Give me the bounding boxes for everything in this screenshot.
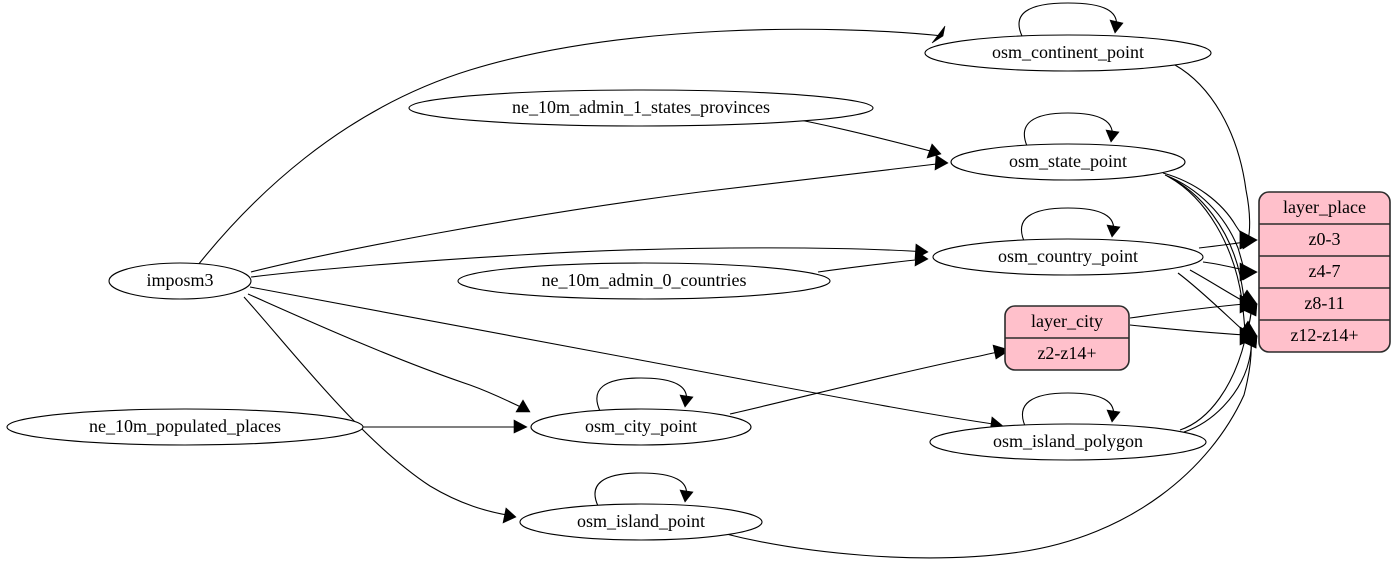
edge-osm_island_polygon-to-layer_place-z12-z14+ <box>1183 335 1258 433</box>
edge-layer <box>197 2 1258 559</box>
edge-layer_city-to-layer_place-z8-11 <box>1129 296 1258 319</box>
node-osm_continent_point[interactable]: osm_continent_point <box>924 34 1212 72</box>
node-label-imposm3: imposm3 <box>146 270 213 290</box>
node-label-osm_city_point: osm_city_point <box>585 416 697 436</box>
edge-ne_10m_admin_1_states_provinces-to-osm_state_point <box>799 119 942 159</box>
record-row-layer_place-z8-11[interactable]: z8-11 <box>1304 293 1344 313</box>
node-osm_island_polygon[interactable]: osm_island_polygon <box>929 423 1207 461</box>
record-title-layer_city: layer_city <box>1031 311 1103 331</box>
node-osm_country_point[interactable]: osm_country_point <box>932 238 1204 276</box>
edge-self-loop-osm_country_point <box>1020 207 1121 242</box>
node-ne_10m_admin_1_states_provinces[interactable]: ne_10m_admin_1_states_provinces <box>408 89 874 127</box>
edge-osm_island_polygon-to-layer_place-z8-11 <box>1179 303 1258 431</box>
node-label-ne_10m_admin_0_countries: ne_10m_admin_0_countries <box>542 270 747 290</box>
edge-imposm3-to-osm_state_point <box>250 154 949 273</box>
edge-self-loop-osm_city_point <box>596 377 694 412</box>
edge-self-loop-osm_state_point <box>1023 112 1120 147</box>
edge-layer_city-to-layer_place-z12-z14+ <box>1129 324 1258 345</box>
record-row-layer_place-z0-3[interactable]: z0-3 <box>1309 229 1341 249</box>
edge-ne_10m_admin_0_countries-to-osm_country_point <box>817 250 929 273</box>
edge-self-loop-osm_island_point <box>594 472 694 507</box>
node-ne_10m_populated_places[interactable]: ne_10m_populated_places <box>6 408 364 446</box>
node-label-osm_country_point: osm_country_point <box>998 246 1138 266</box>
record-node-layer_place[interactable]: layer_place z0-3 z4-7 z8-11 z12-z14+ <box>1258 191 1391 353</box>
node-label-osm_state_point: osm_state_point <box>1009 151 1127 171</box>
node-osm_island_point[interactable]: osm_island_point <box>519 503 763 541</box>
edge-self-loop-osm_continent_point <box>1018 2 1124 37</box>
node-label-osm_island_polygon: osm_island_polygon <box>993 431 1143 451</box>
record-row-layer_place-z4-7[interactable]: z4-7 <box>1309 261 1341 281</box>
edge-imposm3-to-osm_island_point <box>243 296 517 524</box>
node-label-ne_10m_admin_1_states_provinces: ne_10m_admin_1_states_provinces <box>512 97 770 117</box>
record-row-layer_place-z12-z14+[interactable]: z12-z14+ <box>1290 325 1358 345</box>
node-label-osm_continent_point: osm_continent_point <box>992 42 1144 62</box>
node-layer: imposm3 ne_10m_admin_1_states_provinces … <box>6 34 1212 541</box>
node-osm_state_point[interactable]: osm_state_point <box>950 143 1186 181</box>
edge-osm_country_point-to-layer_place-z0-3 <box>1198 233 1258 250</box>
edge-self-loop-osm_island_polygon <box>1021 392 1121 427</box>
node-ne_10m_admin_0_countries[interactable]: ne_10m_admin_0_countries <box>457 262 831 300</box>
node-imposm3[interactable]: imposm3 <box>108 262 252 300</box>
record-row-layer_city-z2-z14+[interactable]: z2-z14+ <box>1037 343 1096 363</box>
edge-osm_continent_point-to-layer_place-z0-3 <box>1174 64 1258 250</box>
node-label-osm_island_point: osm_island_point <box>577 511 705 531</box>
edge-imposm3-to-osm_city_point <box>247 293 531 413</box>
node-label-ne_10m_populated_places: ne_10m_populated_places <box>89 416 281 436</box>
edge-osm_island_point-to-layer_place-z12-z14+ <box>721 335 1258 559</box>
record-node-layer_city[interactable]: layer_city z2-z14+ <box>1004 305 1130 371</box>
edge-ne_10m_populated_places-to-osm_city_point <box>363 419 528 434</box>
record-layer: layer_place z0-3 z4-7 z8-11 z12-z14+ lay… <box>1004 191 1391 371</box>
edge-imposm3-to-osm_continent_point <box>197 25 946 266</box>
node-osm_city_point[interactable]: osm_city_point <box>530 408 752 446</box>
record-title-layer_place: layer_place <box>1283 197 1366 217</box>
edge-osm_city_point-to-layer_city-z2-z14+ <box>729 344 1011 415</box>
edge-osm_country_point-to-layer_place-z4-7 <box>1202 261 1258 281</box>
